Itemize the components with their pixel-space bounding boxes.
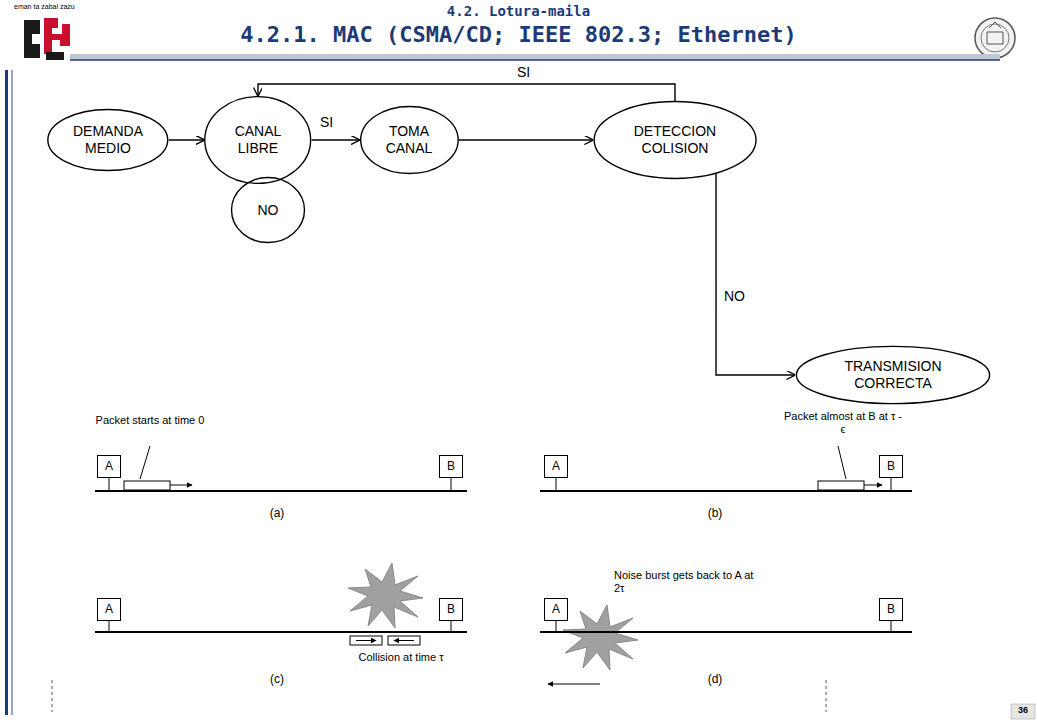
station-box: A xyxy=(97,455,121,478)
node-text: A xyxy=(552,459,560,473)
panel-note: Collision at time τ xyxy=(356,651,446,664)
node-text: A xyxy=(552,602,560,616)
flow-arrow xyxy=(312,139,360,140)
node-text: DEMANDA MEDIO xyxy=(68,123,148,157)
decision-ellipse: DETECCION COLISION xyxy=(593,101,757,179)
header-line xyxy=(70,59,1000,61)
node-text: TRANSMISION CORRECTA xyxy=(833,358,953,392)
node-text: B xyxy=(887,602,895,616)
dashed-mark xyxy=(52,680,53,712)
flow-arrow xyxy=(716,174,795,375)
panel-letter: (b) xyxy=(700,506,730,520)
node-text: CANAL LIBRE xyxy=(223,123,293,157)
node-text: TOMA CANAL xyxy=(377,123,441,157)
station-box: B xyxy=(879,598,903,621)
node-text: A xyxy=(105,602,113,616)
page-number-box xyxy=(1011,704,1035,719)
station-box: B xyxy=(439,455,463,478)
panel-letter: (d) xyxy=(700,672,730,686)
page-number: 36 xyxy=(1011,705,1035,716)
station-box: A xyxy=(544,598,568,621)
logo-motto: eman ta zabal zazu xyxy=(14,3,104,11)
slide-title: 4.2.1. MAC (CSMA/CD; IEEE 802.3; Etherne… xyxy=(0,22,1037,48)
start-ellipse: DEMANDA MEDIO xyxy=(47,109,169,171)
seal xyxy=(975,18,1015,58)
node-text: NO xyxy=(253,202,283,219)
loop-circle: NO xyxy=(231,177,305,243)
flow-arrow xyxy=(169,139,205,140)
station-box: B xyxy=(879,455,903,478)
panel-note: Noise burst gets back to A at 2τ xyxy=(614,569,764,595)
process-ellipse: TOMA CANAL xyxy=(360,106,459,174)
panel-a xyxy=(95,446,467,491)
station-box: A xyxy=(97,598,121,621)
dashed-mark xyxy=(826,680,827,712)
flow-arrow xyxy=(458,139,592,140)
node-text: B xyxy=(447,459,455,473)
panel-letter: (c) xyxy=(262,672,292,686)
station-box: A xyxy=(544,455,568,478)
edge-label: SI xyxy=(515,64,532,80)
header-bar xyxy=(70,54,1000,60)
side-bar xyxy=(5,70,8,715)
panel-note: Packet starts at time 0 xyxy=(95,414,205,427)
panel-letter: (a) xyxy=(262,506,292,520)
panel-note: Packet almost at B at τ - ϵ xyxy=(783,410,903,436)
edge-label: NO xyxy=(722,288,747,304)
node-text: B xyxy=(447,602,455,616)
section-heading: 4.2. Lotura-maila xyxy=(0,3,1037,20)
end-ellipse: TRANSMISION CORRECTA xyxy=(795,346,991,404)
decision-ellipse: CANAL LIBRE xyxy=(204,96,311,184)
station-box: B xyxy=(439,598,463,621)
node-text: B xyxy=(887,459,895,473)
node-text: A xyxy=(105,459,113,473)
node-text: DETECCION COLISION xyxy=(620,123,730,157)
panel-b xyxy=(540,446,912,491)
panel-c xyxy=(95,563,467,645)
edge-label: SI xyxy=(318,114,335,130)
flow-arrow xyxy=(258,84,675,101)
side-bar xyxy=(11,70,13,715)
university-logo xyxy=(22,16,72,62)
panel-d xyxy=(540,605,912,684)
